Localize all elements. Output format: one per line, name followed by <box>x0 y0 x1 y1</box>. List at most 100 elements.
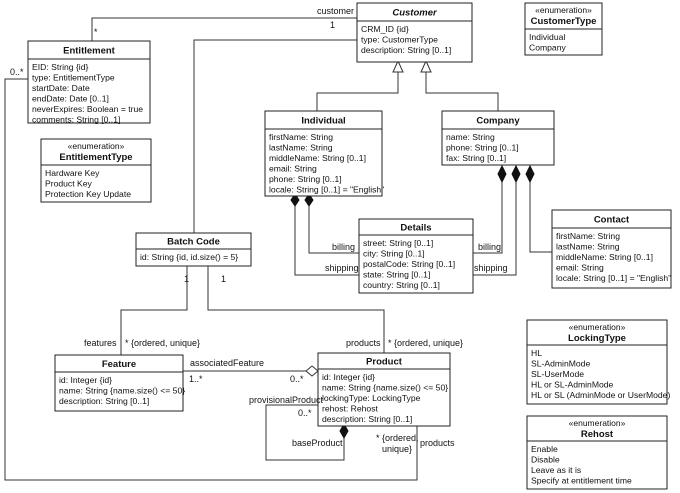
generalization-arrowhead-company <box>420 59 432 73</box>
rehost-attribute: Specify at entitlement time <box>531 476 632 486</box>
entitlement-attribute: EID: String {id} <box>32 62 88 72</box>
label-associated-feature: associatedFeature <box>190 358 264 368</box>
rehost-stereotype: «enumeration» <box>569 418 626 428</box>
contact-attribute: lastName: String <box>556 242 620 252</box>
feature-attribute: description: String [0..1] <box>59 396 149 406</box>
association-labels: customer 1 * 0..* billing shipping billi… <box>10 6 508 454</box>
product-self-association-line <box>265 404 345 461</box>
batch-code-attribute: id: String {id, id.size() = 5} <box>140 252 238 262</box>
composition-diamond-product-base <box>339 422 349 440</box>
batchcode-feature-line <box>120 266 188 355</box>
individual-box <box>264 110 383 197</box>
label-entitlement-star: * <box>94 27 98 37</box>
entitlement-type-attribute: Protection Key Update <box>45 189 131 199</box>
rehost-attribute: Disable <box>531 455 560 465</box>
label-billing-left: billing <box>332 242 355 252</box>
details-attribute: country: String [0..1] <box>363 280 440 290</box>
locking-type-title: LockingType <box>568 333 626 344</box>
generalization-arrowheads <box>392 59 432 73</box>
entitlement-type-title: EntitlementType <box>59 152 132 163</box>
label-product-agg-mult: 0..* <box>290 374 304 384</box>
label-bottom-ordered-2: unique} <box>382 444 412 454</box>
composition-diamond-individual-shipping <box>290 193 300 207</box>
entitlement-attribute: neverExpires: Boolean = true <box>32 104 143 114</box>
label-products-ordered: * {ordered, unique} <box>388 338 463 348</box>
entitlement-type-box <box>40 138 152 203</box>
label-shipping-right: shipping <box>474 263 508 273</box>
composition-diamond-individual-billing <box>304 193 314 207</box>
customer-box <box>356 2 473 63</box>
connectors <box>4 17 552 481</box>
label-features-role: features <box>84 338 117 348</box>
customer-attribute: CRM_ID {id} <box>361 24 409 34</box>
details-box <box>358 218 474 294</box>
company-box <box>441 110 555 166</box>
customer-attribute: description: String [0..1] <box>361 45 451 55</box>
individual-title: Individual <box>301 116 345 127</box>
entitlement-box <box>27 40 151 124</box>
rehost-box <box>526 415 668 490</box>
label-customer-mult: 1 <box>330 20 335 30</box>
individual-attribute: phone: String [0..1] <box>269 174 342 184</box>
individual-details-billing-line <box>308 206 359 254</box>
individual-attribute: middleName: String [0..1] <box>269 153 366 163</box>
feature-title: Feature <box>102 359 136 370</box>
customer-type-attribute: Company <box>529 43 566 53</box>
customer-type-attribute: Individual <box>529 32 565 42</box>
rehost-attribute: Leave as it is <box>531 465 581 475</box>
customer-type-title: CustomerType <box>531 16 597 27</box>
label-batch-mult-1b: 1 <box>221 274 226 284</box>
entitlement-attribute: endDate: Date [0..1] <box>32 94 109 104</box>
details-attribute: postalCode: String [0..1] <box>363 259 455 269</box>
individual-attribute: email: String <box>269 164 317 174</box>
locking-type-box <box>526 319 668 405</box>
individual-generalization-line <box>316 70 399 111</box>
entitlement-title: Entitlement <box>63 46 116 57</box>
feature-attribute: name: String {name.size() <= 50} <box>59 386 185 396</box>
locking-type-stereotype: «enumeration» <box>569 322 626 332</box>
product-box <box>317 352 451 427</box>
label-provisional-mult: 0..* <box>298 408 312 418</box>
company-title: Company <box>476 116 520 127</box>
label-batch-mult-1a: 1 <box>184 274 189 284</box>
company-contact-line <box>529 182 552 253</box>
class-details: Details street: String [0..1]city: String… <box>358 218 474 294</box>
entitlement-attribute: comments: String [0..1] <box>32 115 120 125</box>
details-title: Details <box>400 223 431 234</box>
aggregation-diamond-product <box>305 365 319 377</box>
composition-diamond-company-1 <box>497 164 507 184</box>
product-attribute: rehost: Rehost <box>322 404 379 414</box>
company-details-billing-line <box>473 182 503 254</box>
composition-diamond-company-2 <box>511 164 521 184</box>
label-provisional-product: provisionalProduct <box>249 395 324 405</box>
locking-type-attribute: HL or SL-AdminMode <box>531 380 614 390</box>
composition-diamond-company-3 <box>525 164 535 184</box>
details-attribute: state: String [0..1] <box>363 270 430 280</box>
entitlement-attribute: startDate: Date <box>32 83 90 93</box>
rehost-attribute: Enable <box>531 444 558 454</box>
entitlement-type-attribute: Product Key <box>45 179 93 189</box>
contact-box <box>551 209 672 289</box>
individual-attribute: locale: String [0..1] = "English" <box>269 185 384 195</box>
company-attribute: name: String <box>446 132 495 142</box>
label-features-ordered: * {ordered, unique} <box>125 338 200 348</box>
label-customer-role: customer <box>317 6 354 16</box>
entitlement-type-stereotype: «enumeration» <box>68 141 125 151</box>
individual-attribute: lastName: String <box>269 143 333 153</box>
customer-batchcode-line <box>193 39 357 233</box>
details-attribute: street: String [0..1] <box>363 238 433 248</box>
composition-diamonds <box>290 164 535 440</box>
label-base-product: baseProduct <box>292 438 343 448</box>
entitlement-attribute: type: EntitlementType <box>32 73 115 83</box>
locking-type-attribute: HL or SL (AdminMode or UserMode) <box>531 390 670 400</box>
entitlement-product-loop-line <box>4 78 418 481</box>
details-attribute: city: String [0..1] <box>363 249 425 259</box>
company-attribute: fax: String [0..1] <box>446 153 506 163</box>
